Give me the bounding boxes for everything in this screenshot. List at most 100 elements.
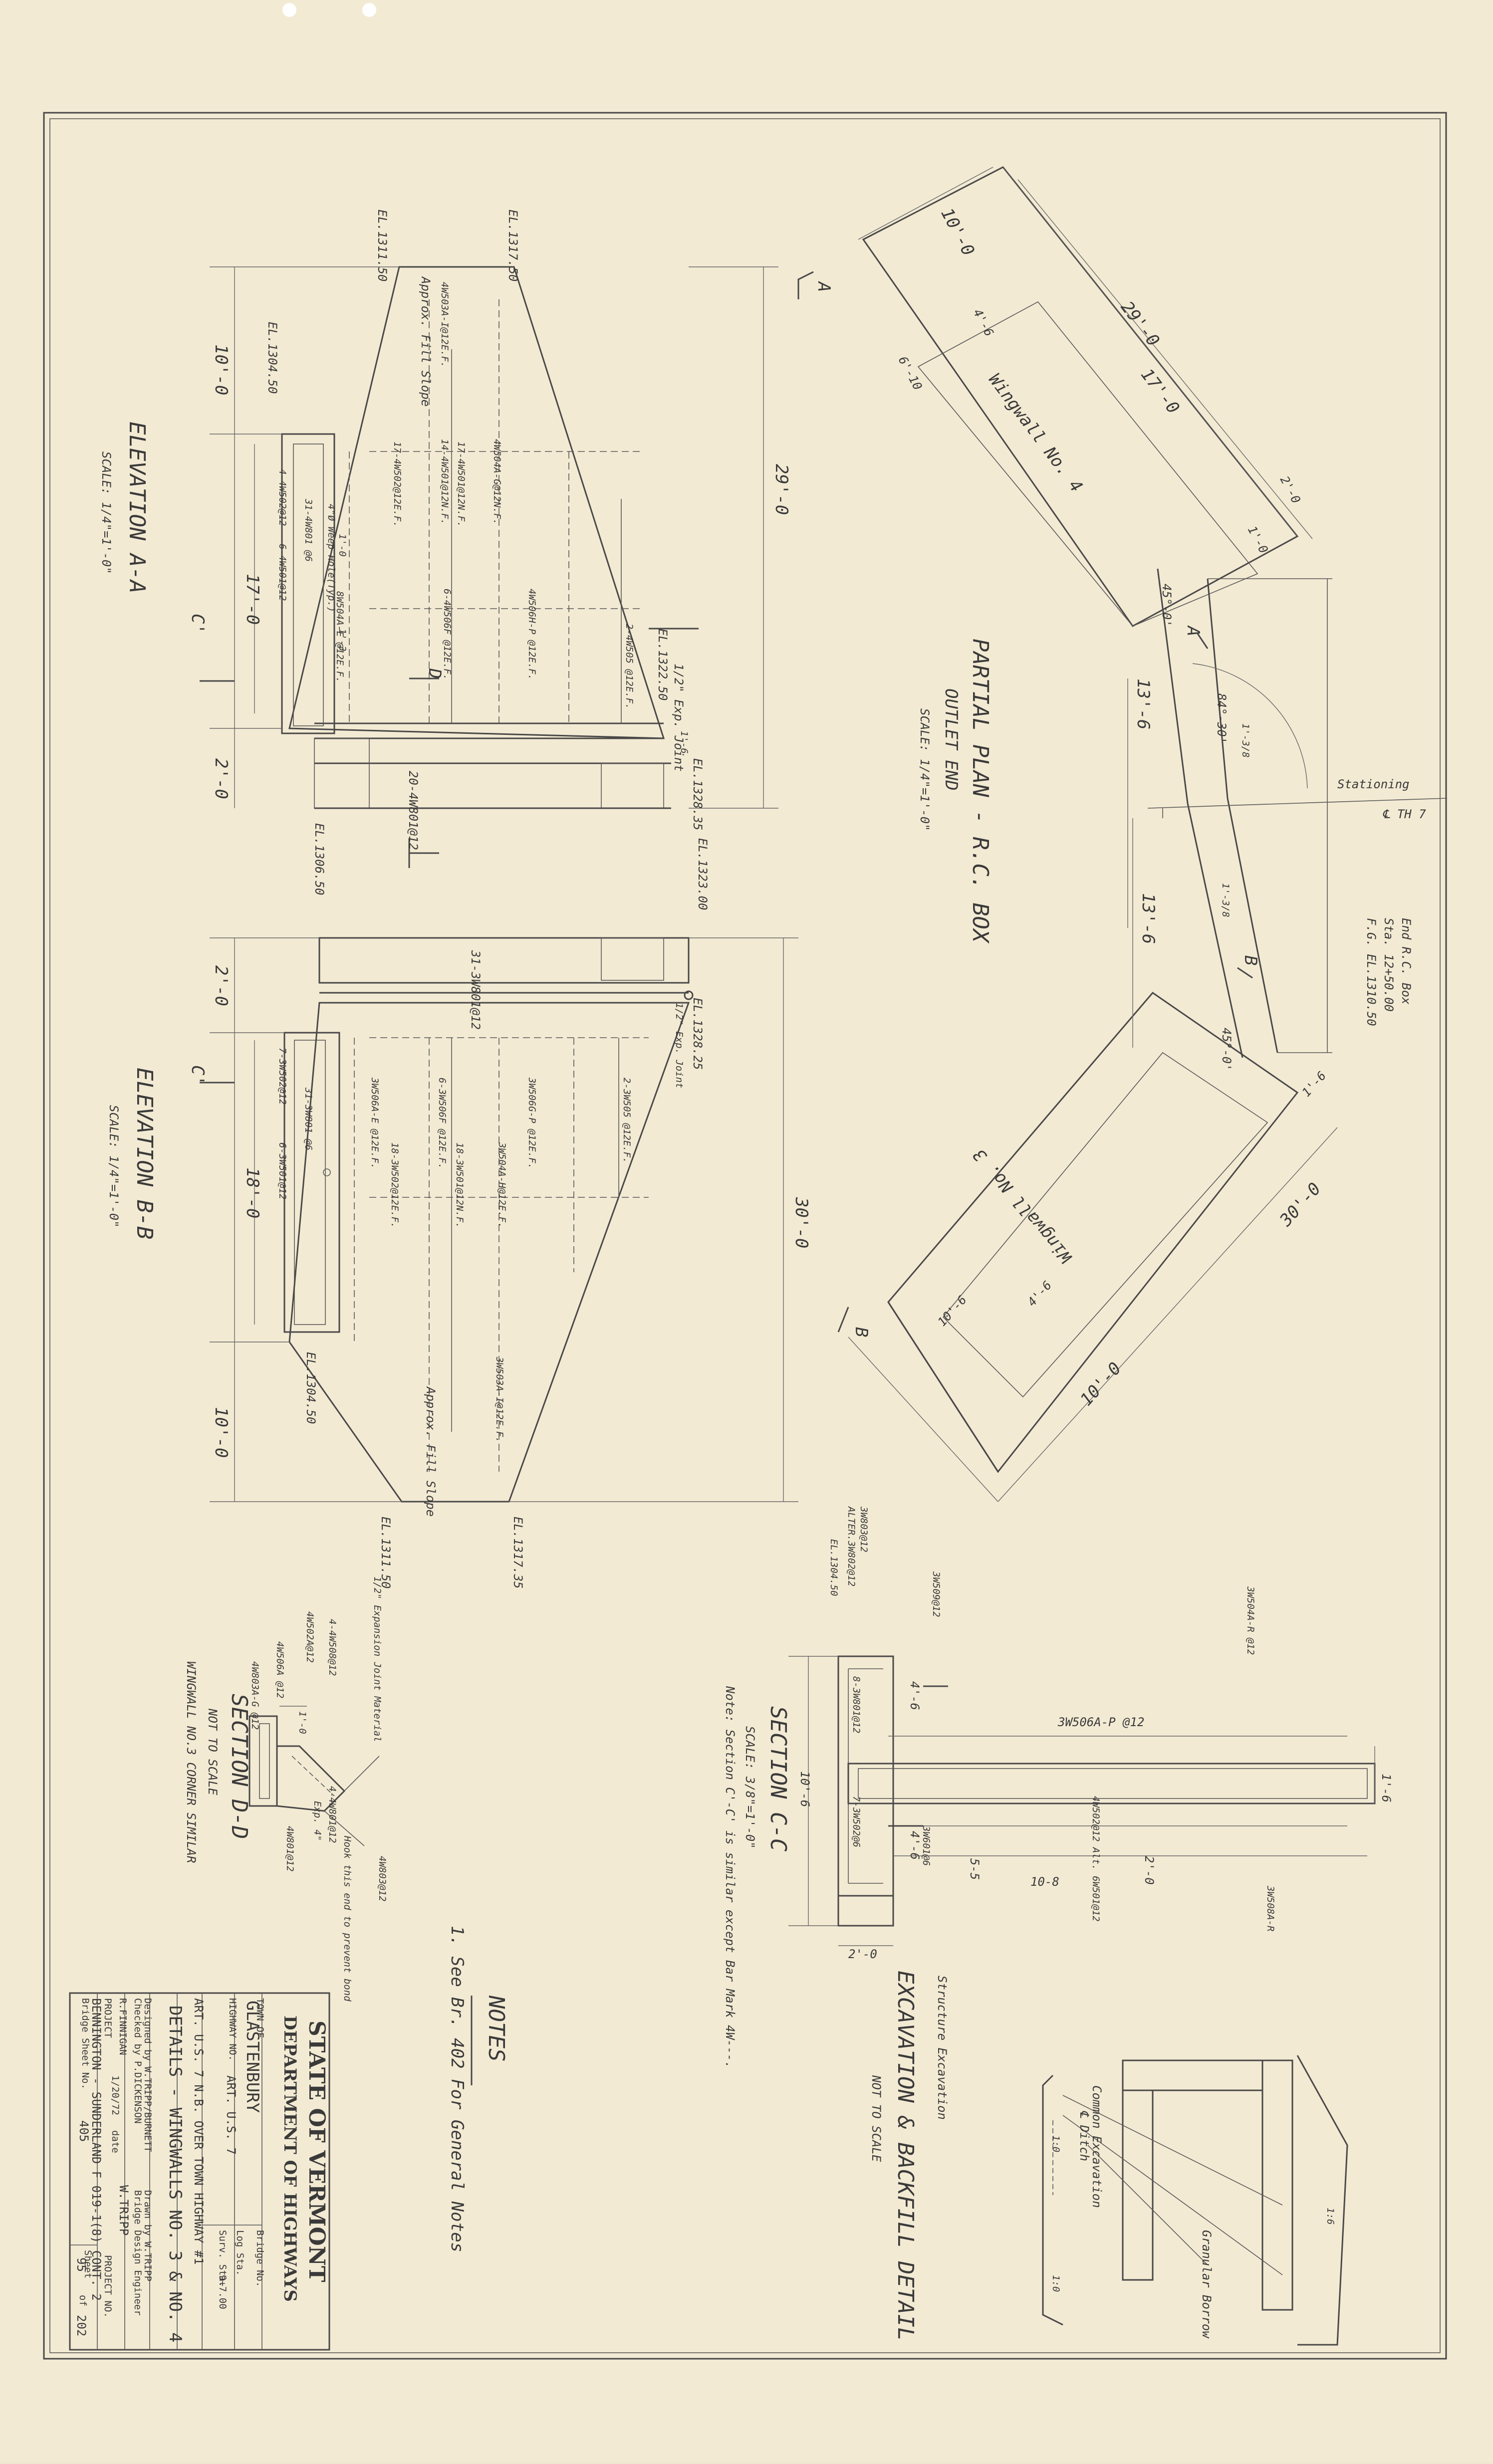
wingwall-4-label: Wingwall No. 4	[985, 370, 1086, 496]
state-name: STATE OF VERMONT	[304, 2020, 329, 2282]
engineer: R.FINNIGAN	[117, 1998, 128, 2055]
callout: 4W801@12	[284, 1826, 295, 1872]
plan-title: PARTIAL PLAN - R.C. BOX	[968, 639, 993, 944]
excavation-subtitle: NOT TO SCALE	[869, 2075, 883, 2162]
callout: 4-4W801@12	[327, 1786, 338, 1843]
plan-dim: 1'-0	[1245, 524, 1271, 556]
callout: 3W506A-P @12	[1057, 1715, 1144, 1729]
surv-sta-label: Surv. Sta.	[217, 2230, 228, 2287]
callout: Exp. 4"	[312, 1801, 323, 1841]
note: 8W504A-E @12E.F.	[334, 591, 345, 682]
notes-title: NOTES	[484, 1995, 509, 2061]
callout: 4'-6	[908, 1681, 922, 1710]
excavation-label: Granular Borrow	[1200, 2230, 1214, 2339]
excavation-label: 1:0	[1050, 2275, 1061, 2292]
dim-base: 2'-0	[211, 965, 231, 1006]
highway-label: HIGHWAY NO.	[227, 1998, 238, 2061]
el-label: EL.1311.50	[379, 1517, 393, 1589]
callout: 4W803@12	[377, 1856, 388, 1902]
department-name: DEPARTMENT OF HIGHWAYS	[280, 2016, 300, 2302]
stationing-label: Stationing	[1337, 777, 1410, 791]
note: 4W506H-P @12E.F.	[526, 589, 537, 680]
excavation-title: EXCAVATION & BACKFILL DETAIL	[893, 1971, 918, 2341]
plan-dim: 1'-3/8	[1220, 883, 1231, 917]
plan-dim: 1'-3/8	[1240, 723, 1251, 758]
el-label: EL.1306.50	[312, 823, 326, 896]
note: 1/2" Exp. Joint	[674, 1003, 685, 1089]
callout: 3W504A-R @12	[1245, 1586, 1256, 1655]
bridge-no-label: Bridge No.	[254, 2230, 265, 2287]
note: 4W503A-I@12E.F.	[439, 282, 450, 368]
section-cc-title: SECTION C-C	[765, 1706, 791, 1852]
bridge-sheet-label: Bridge Sheet No.	[80, 1998, 91, 2089]
el-label: EL.1311.50	[375, 210, 389, 282]
wingwall-4	[862, 166, 1299, 627]
dim-right: 29'-0	[771, 464, 791, 515]
description-2: DETAILS - WINGWALLS NO. 3 & NO. 4	[165, 2006, 185, 2343]
note: 6-3W506F @12E.F.	[437, 1078, 448, 1169]
callout: Hook this end to prevent bond	[342, 1835, 353, 2002]
callout: 3W601@6	[921, 1825, 932, 1866]
el-label: EL.1328.25	[691, 998, 705, 1070]
sheet-border	[43, 112, 1447, 2360]
section-mark: C'	[188, 1065, 208, 1086]
note: 31-3W801@12	[469, 950, 483, 1030]
note: 2-3W505 @12E.F.	[621, 1078, 632, 1163]
excavation-detail	[1042, 2055, 1348, 2346]
section-dd-title: SECTION D-D	[227, 1694, 252, 1839]
el-label: EL.1317.50	[506, 210, 520, 282]
punch-hole	[282, 3, 296, 17]
note: Approx. Fill Slope	[419, 276, 433, 407]
callout: 8-3W801@12	[851, 1676, 862, 1733]
designed-by: Designed by W.TRIPP/BURNETT	[142, 1998, 153, 2152]
elevation-bb-title: ELEVATION B-B	[132, 1068, 157, 1239]
sheet-no: 95	[74, 2257, 88, 2272]
section-marker-a: A	[1183, 625, 1203, 636]
end-box-label: End R.C. Box	[1399, 918, 1413, 1005]
dim-left: 10'-0	[211, 344, 231, 395]
project-no-label: PROJECT NO.	[102, 2255, 113, 2318]
note: 17-4W501@12N.F.	[456, 442, 467, 527]
plan-dim: 45°-0'	[1220, 1028, 1234, 1071]
callout: ALTER.3W802@12	[846, 1506, 857, 1586]
date-label: date	[110, 2130, 121, 2153]
note: 20-4W801@12	[406, 771, 420, 850]
section-marker-b: B	[1241, 955, 1260, 965]
plan-dim: 30'-0	[1275, 1179, 1325, 1231]
section-mark: D	[425, 668, 445, 678]
of-label: of	[77, 2295, 88, 2306]
section-marker-a: A	[814, 281, 834, 292]
callout: 2'-0	[848, 1947, 877, 1961]
note: 31-3W801 @6	[303, 1087, 314, 1150]
elevation-aa	[200, 266, 778, 868]
elevation-bb-scale: SCALE: 1/4"=1'-0"	[107, 1105, 121, 1228]
excavation-label: Structure Excavation	[935, 1976, 949, 2120]
callout: 5-5	[968, 1858, 982, 1880]
el-label: EL.1304.50	[265, 322, 279, 394]
note: 4W504A-G@12N.F.	[492, 439, 502, 525]
el-label: EL.1304.50	[304, 1352, 318, 1424]
plan-dim: 13'-6	[1133, 678, 1153, 729]
section-dd-note: WINGWALL NO.3 CORNER SIMILAR	[184, 1661, 198, 1863]
log-sta-label: Log Sta.	[235, 2230, 246, 2276]
plan-dim: 13'-6	[1138, 893, 1158, 944]
note: 18-3W501@12N.F.	[454, 1142, 465, 1228]
note: 1'-6	[679, 731, 690, 754]
box-wall	[281, 433, 335, 734]
section-cc-note: Note: Section C'-C' is similar except Ba…	[723, 1686, 737, 2068]
callout: 3W509@12	[931, 1571, 942, 1617]
note: 14-4W501@12N.F.	[439, 439, 450, 525]
description-1: ART. U.S. 7 N.B. OVER TOWN HIGHWAY #1	[192, 1998, 206, 2265]
note: 4"Ø Weep Hole(Typ.)	[326, 504, 337, 612]
surv-sta: 9+7.00	[217, 2275, 228, 2309]
callout: 10-8	[1030, 1875, 1059, 1889]
wingwall-3-label: Wingwall No. 3	[969, 1145, 1076, 1267]
sheet-label: Sheet	[82, 2250, 93, 2278]
callout: EL.1304.50	[828, 1539, 839, 1596]
station-centerline: ℄ TH 7	[1382, 807, 1426, 821]
excavation-label: 1:6	[1325, 2208, 1336, 2225]
callout: 4-4W508@12	[327, 1619, 338, 1676]
callout: 1/2" Expansion Joint Material	[372, 1576, 383, 1742]
elevation-aa-scale: SCALE: 1/4"=1'-0"	[99, 451, 113, 574]
el-label: EL.1328.35	[691, 758, 705, 831]
